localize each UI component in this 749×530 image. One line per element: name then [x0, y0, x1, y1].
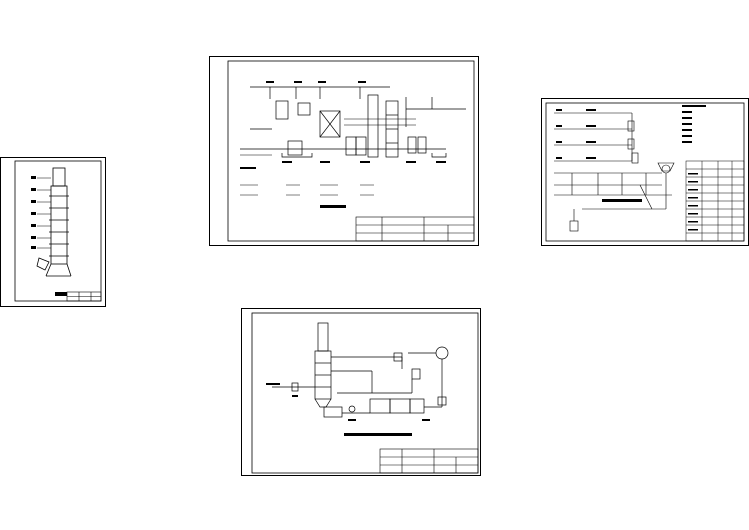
title-block [66, 291, 102, 302]
title-block [379, 448, 479, 474]
drawing-sheet-process-top[interactable] [209, 56, 479, 246]
process-flow-drawing [227, 60, 475, 242]
tower-column [36, 167, 72, 277]
process-equipment [272, 322, 449, 418]
drawing-sheet-process-bottom[interactable] [241, 308, 481, 476]
title-block [355, 216, 475, 242]
legend [240, 184, 374, 196]
drawing-sheet-tower[interactable] [0, 157, 106, 307]
pid-lines [554, 112, 675, 232]
drawing-sheet-pid[interactable] [541, 98, 749, 246]
tower-elevation-drawing [14, 160, 102, 302]
process-equipment [240, 86, 466, 158]
pid-drawing [545, 102, 745, 242]
gas-treatment-flow-drawing [251, 312, 479, 474]
equipment-table [685, 160, 745, 242]
